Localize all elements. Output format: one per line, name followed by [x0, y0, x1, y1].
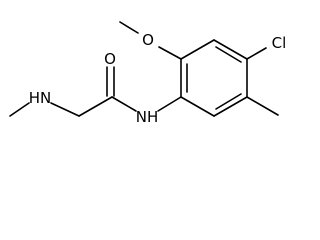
chlorine-label: Cl [272, 34, 287, 52]
bond-amide-nitrogen-to-carbonyl [111, 96, 137, 112]
amide-nitrogen-label: NH [136, 108, 159, 126]
bond-ring-to-methyl [246, 96, 279, 116]
ring-bond-c5-c6 [180, 96, 215, 117]
amine-nitrogen-label: HN [29, 89, 52, 107]
bond-amine-nitrogen-to-methyl [9, 102, 30, 117]
ring-bond-c4-c5 [213, 96, 248, 117]
benzene-ring [180, 39, 248, 117]
bond-ch2-to-amine-nitrogen [50, 102, 80, 117]
ring-bond-c1-c2 [180, 39, 215, 60]
ring-double-bond-c4-c5-inner [215, 93, 242, 110]
bond-carbonyl-to-ch2 [78, 96, 113, 117]
bond-ring-to-chlorine [246, 47, 267, 60]
ring-double-bond-c2-c3-inner [215, 46, 242, 63]
ring-bond-c2-c3 [213, 39, 248, 60]
chemical-structure-diagram: O Cl O HN NH [9, 21, 287, 126]
bond-ring-to-amide-nitrogen [157, 96, 182, 112]
methoxy-oxygen-label: O [142, 31, 154, 49]
bond-methoxy-oxygen-to-methyl [119, 21, 139, 34]
bond-ring-to-methoxy-oxygen [158, 46, 182, 60]
amide-oxygen-label: O [104, 50, 116, 68]
